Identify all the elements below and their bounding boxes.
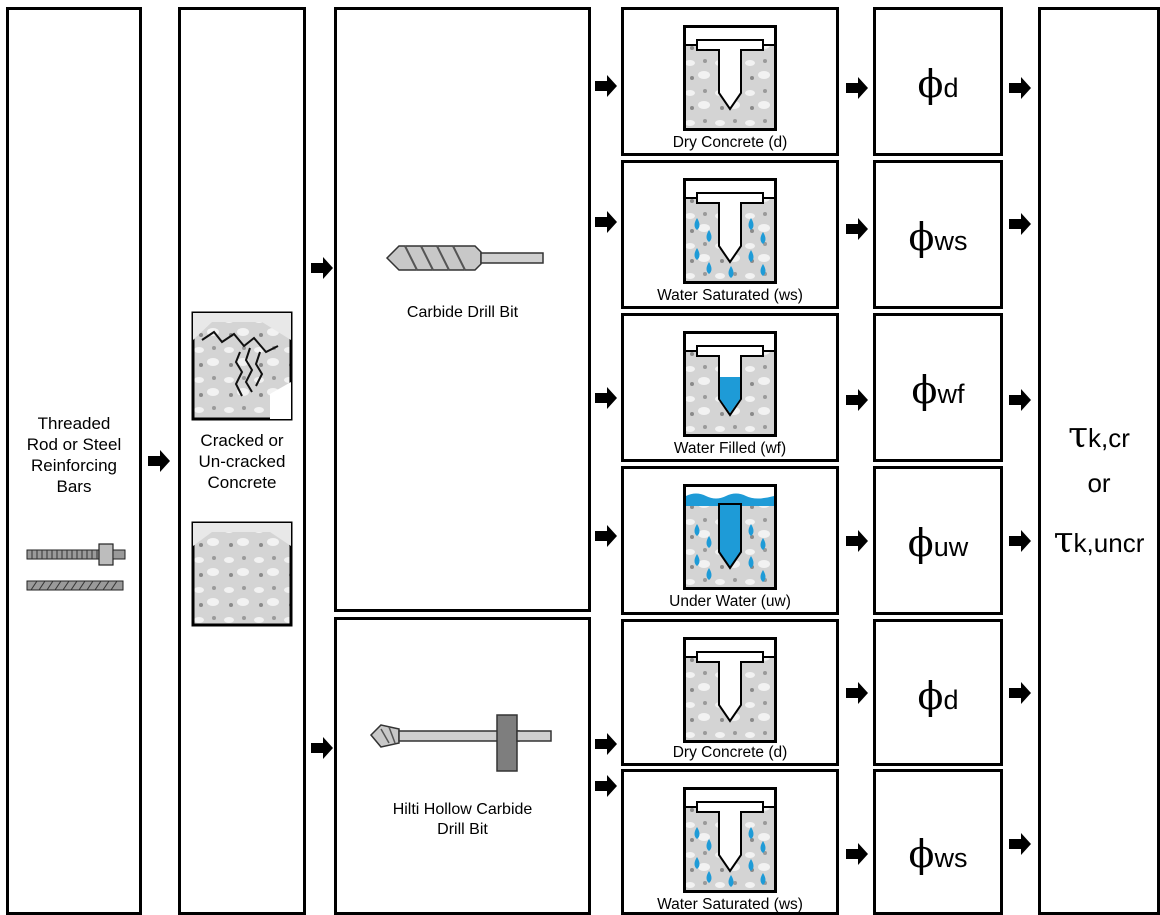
arrow-icon	[311, 257, 333, 279]
arrow-icon	[846, 843, 868, 865]
arrow-icon	[1009, 389, 1031, 411]
phi-subscript: uw	[933, 532, 969, 562]
arrow-icon	[1009, 833, 1031, 855]
condition-box-dry: Dry Concrete (d)	[621, 7, 839, 156]
under-water-hole-icon	[683, 484, 777, 590]
water-filled-hole-icon	[683, 331, 777, 437]
phi-symbol: ϕ	[908, 215, 935, 259]
phi-box: ϕwf	[873, 313, 1003, 462]
phi-box: ϕuw	[873, 466, 1003, 615]
arrow-icon	[846, 77, 868, 99]
result-box: τk,cr or τk,uncr	[1038, 7, 1160, 915]
carbide-drill-label: Carbide Drill Bit	[406, 304, 519, 321]
drill-hollow-box: Hilti Hollow Carbide Drill Bit	[334, 617, 591, 915]
uncracked-concrete-icon	[191, 521, 293, 627]
tau-cracked: τk,cr	[1041, 415, 1157, 456]
phi-box: ϕws	[873, 160, 1003, 309]
phi-box: ϕd	[873, 619, 1003, 766]
tau-uncracked: τk,uncr	[1041, 520, 1157, 561]
water-saturated-hole-icon	[683, 787, 777, 893]
phi-symbol: ϕ	[917, 674, 944, 718]
arrow-icon	[595, 775, 617, 797]
phi-subscript: ws	[934, 843, 968, 873]
condition-caption: Dry Concrete (d)	[672, 134, 788, 151]
condition-box-dry-hollow: Dry Concrete (d)	[621, 619, 839, 766]
hollow-drill-bit-icon	[369, 714, 552, 772]
phi-symbol: ϕ	[908, 832, 935, 876]
condition-box-water-filled: Water Filled (wf)	[621, 313, 839, 462]
arrow-icon	[148, 450, 170, 472]
phi-box: ϕws	[873, 769, 1003, 915]
condition-box-under-water: Under Water (uw)	[621, 466, 839, 615]
concrete-column: Cracked or Un-cracked Concrete	[178, 7, 306, 915]
rebar-icon	[26, 580, 124, 591]
phi-subscript: d	[943, 685, 959, 715]
anchor-column: Threaded Rod or Steel Reinforcing Bars	[6, 7, 142, 915]
tau-subscript: k,uncr	[1073, 528, 1145, 558]
phi-subscript: d	[943, 73, 959, 103]
phi-subscript: ws	[934, 226, 968, 256]
condition-caption: Dry Concrete (d)	[672, 744, 788, 761]
phi-symbol: ϕ	[917, 62, 944, 106]
anchor-label: Threaded Rod or Steel Reinforcing Bars	[26, 414, 122, 496]
arrow-icon	[1009, 682, 1031, 704]
arrow-icon	[595, 733, 617, 755]
drill-carbide-box: Carbide Drill Bit	[334, 7, 591, 612]
arrow-icon	[846, 530, 868, 552]
arrow-icon	[595, 75, 617, 97]
tau-symbol: τ	[1068, 415, 1089, 456]
cracked-concrete-icon	[191, 311, 293, 421]
phi-symbol: ϕ	[907, 521, 934, 565]
condition-box-water-saturated-hollow: Water Saturated (ws)	[621, 769, 839, 915]
condition-caption: Water Saturated (ws)	[657, 287, 803, 304]
arrow-icon	[595, 387, 617, 409]
water-saturated-hole-icon	[683, 178, 777, 284]
hollow-drill-label: Hilti Hollow Carbide Drill Bit	[392, 801, 533, 838]
result-or: or	[1087, 468, 1111, 498]
tau-subscript: k,cr	[1088, 423, 1130, 453]
concrete-label: Cracked or Un-cracked Concrete	[198, 431, 286, 492]
arrow-icon	[311, 737, 333, 759]
condition-caption: Water Filled (wf)	[673, 440, 787, 457]
phi-symbol: ϕ	[911, 368, 938, 412]
tau-symbol: τ	[1053, 520, 1074, 561]
arrow-icon	[595, 525, 617, 547]
condition-caption: Water Saturated (ws)	[657, 896, 803, 913]
arrow-icon	[1009, 77, 1031, 99]
arrow-icon	[846, 682, 868, 704]
dry-hole-icon	[683, 637, 777, 743]
condition-caption: Under Water (uw)	[669, 593, 791, 610]
phi-subscript: wf	[937, 379, 965, 409]
threaded-rod-icon	[26, 543, 126, 566]
phi-box: ϕd	[873, 7, 1003, 156]
arrow-icon	[846, 389, 868, 411]
arrow-icon	[1009, 530, 1031, 552]
dry-hole-icon	[683, 25, 777, 131]
condition-box-water-saturated: Water Saturated (ws)	[621, 160, 839, 309]
arrow-icon	[595, 211, 617, 233]
arrow-icon	[846, 218, 868, 240]
arrow-icon	[1009, 213, 1031, 235]
carbide-drill-bit-icon	[385, 245, 544, 271]
